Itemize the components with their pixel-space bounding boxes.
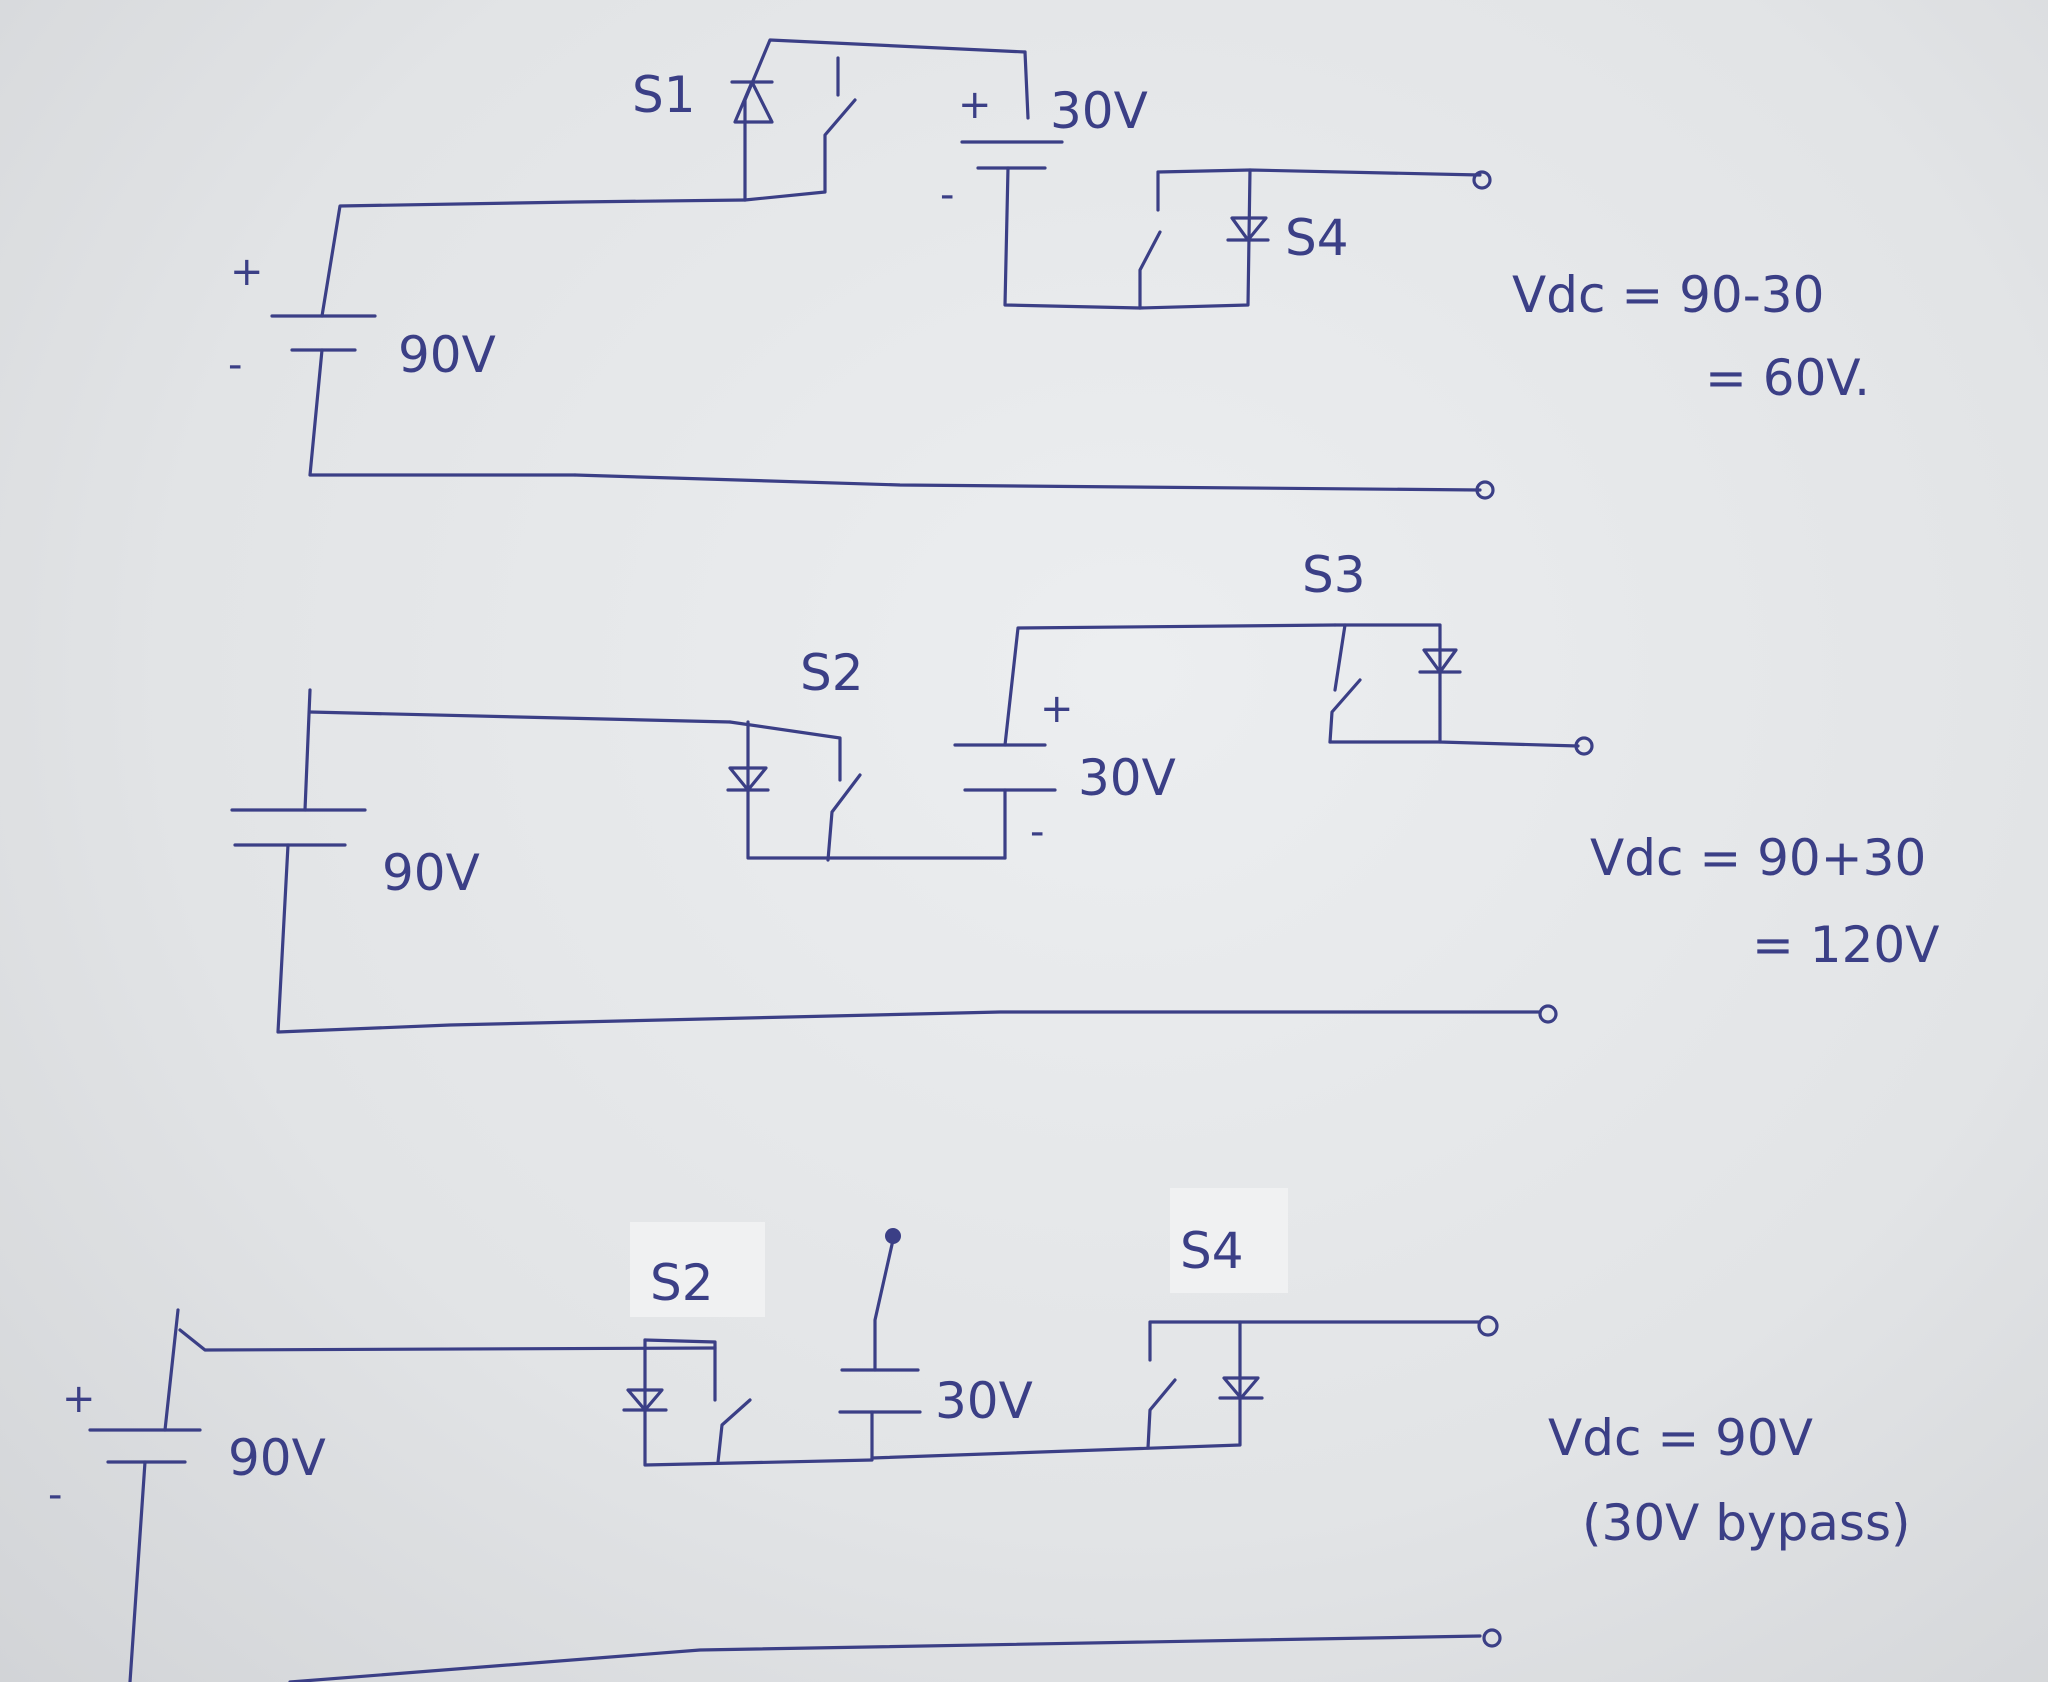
source-plus-top: +: [230, 249, 264, 295]
result-line1-bottom: Vdc = 90V: [1548, 1409, 1813, 1467]
switch-s2-bottom: [622, 1338, 874, 1467]
source-minus-bottom: -: [48, 1472, 62, 1518]
switch-s4-top: [1138, 168, 1482, 310]
switch-s4-bottom: [870, 1320, 1482, 1460]
switch-s1: [730, 38, 1027, 202]
aux-battery-bottom: [838, 1228, 922, 1460]
switch-s2-middle-label: S2: [800, 644, 864, 702]
circuit-bottom: 90V + - S2 30V S4 Vdc: [48, 1188, 1911, 1682]
circuit-top: 90V + - S1 30V + - S4: [228, 38, 1870, 500]
output-terminal-lower-bottom: [1482, 1628, 1502, 1648]
source-battery-bottom: [88, 1308, 1482, 1682]
aux-battery-top: [960, 50, 1142, 310]
aux-label-bottom: 30V: [935, 1372, 1033, 1430]
aux-battery-middle: [953, 623, 1337, 860]
source-minus-top: -: [228, 342, 242, 388]
aux-plus-middle: +: [1040, 686, 1074, 732]
switch-s3: [1328, 623, 1580, 748]
output-terminal-lower-middle: [1538, 1004, 1558, 1024]
aux-label-middle: 30V: [1078, 749, 1176, 807]
aux-label-top: 30V: [1050, 82, 1148, 140]
return-rail-top: [573, 473, 1482, 492]
result-line1-top: Vdc = 90-30: [1512, 266, 1824, 324]
switch-s2-middle: [726, 720, 1007, 862]
label-patch-s2: [630, 1222, 765, 1317]
source-label-top: 90V: [398, 326, 496, 384]
aux-minus-top: -: [940, 172, 954, 218]
output-terminal-upper-middle: [1574, 736, 1594, 756]
circuit-middle: 90V S2 30V + - S3 Vdc: [230, 546, 1939, 1034]
result-line1-middle: Vdc = 90+30: [1590, 829, 1926, 887]
result-line2-top: = 60V.: [1705, 349, 1870, 407]
output-terminal-upper-top: [1472, 170, 1492, 190]
result-line2-bottom: (30V bypass): [1582, 1494, 1911, 1552]
source-plus-bottom: +: [62, 1376, 96, 1422]
source-label-middle: 90V: [382, 844, 480, 902]
aux-minus-middle: -: [1030, 809, 1044, 855]
switch-s1-label: S1: [632, 66, 696, 124]
source-battery-middle: [230, 688, 1542, 1034]
label-patch-s4: [1170, 1188, 1288, 1293]
switch-s4-top-label: S4: [1285, 209, 1349, 267]
switch-s4-bottom-label: S4: [1180, 1222, 1244, 1280]
switch-s3-label: S3: [1302, 546, 1366, 604]
aux-plus-top: +: [958, 82, 992, 128]
output-terminal-upper-bottom: [1477, 1315, 1499, 1337]
result-line2-middle: = 120V: [1752, 916, 1939, 974]
output-terminal-lower-top: [1475, 480, 1495, 500]
switch-s2-bottom-label: S2: [650, 1254, 714, 1312]
source-label-bottom: 90V: [228, 1429, 326, 1487]
source-battery-top: [270, 198, 747, 477]
